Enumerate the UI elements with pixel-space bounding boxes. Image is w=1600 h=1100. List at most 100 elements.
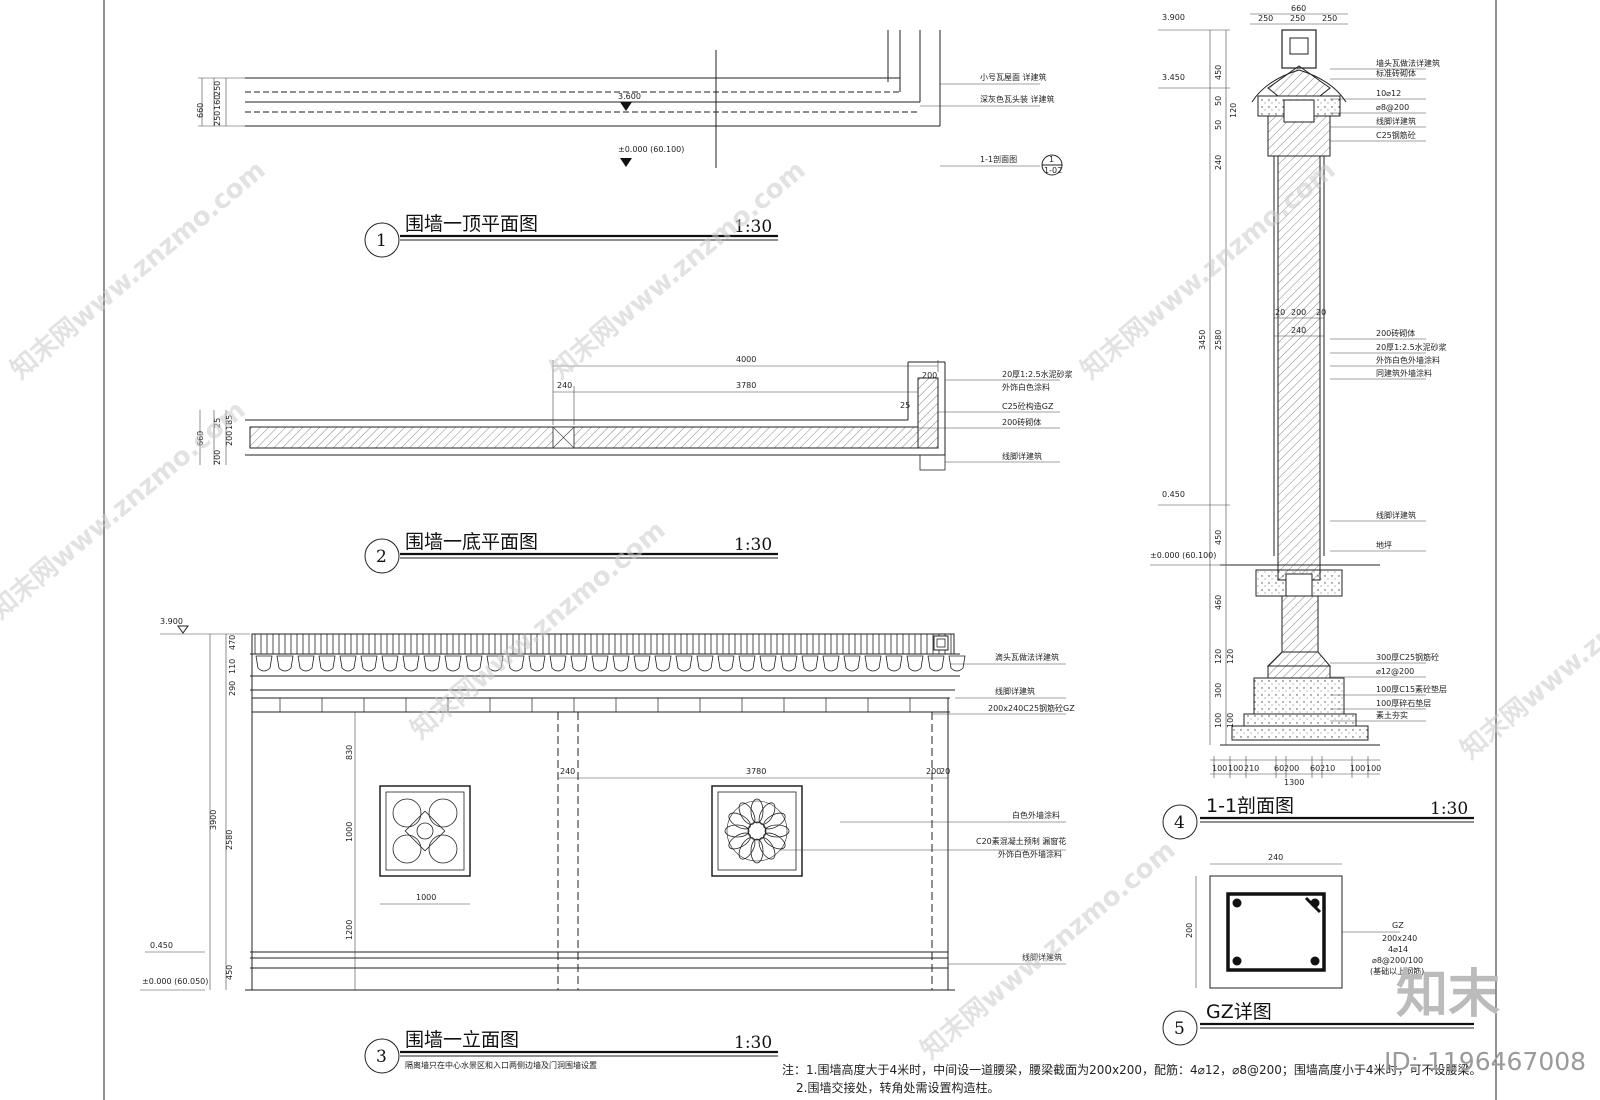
svg-text:830: 830	[345, 745, 354, 760]
drawing-number-circle	[364, 1038, 400, 1074]
svg-text:1000: 1000	[345, 822, 354, 842]
note-line-2: 2.围墙交接处，转角处需设置构造柱。	[796, 1080, 999, 1095]
drawing-title: 围墙一立面图	[405, 1029, 519, 1051]
svg-text:线脚详建筑: 线脚详建筑	[1376, 116, 1416, 126]
drawing-scale: 1:30	[1430, 799, 1468, 819]
svg-text:200x240C25钢筋砼GZ: 200x240C25钢筋砼GZ	[988, 703, 1075, 713]
svg-text:20: 20	[1316, 308, 1326, 317]
svg-text:250: 250	[1290, 14, 1305, 23]
svg-text:185: 185	[225, 415, 234, 430]
drawing-title: 1-1剖面图	[1206, 795, 1294, 817]
level-marker-icon	[620, 158, 632, 167]
svg-text:10⌀12: 10⌀12	[1376, 89, 1401, 98]
svg-text:线脚详建筑: 线脚详建筑	[1376, 510, 1416, 520]
svg-text:标准砖砌体: 标准砖砌体	[1376, 68, 1416, 78]
svg-text:2: 2	[376, 547, 387, 567]
svg-text:50: 50	[1214, 120, 1223, 130]
svg-text:⌀8@200/100: ⌀8@200/100	[1372, 956, 1423, 965]
lattice-window-left	[379, 785, 471, 877]
svg-text:200砖砌体: 200砖砌体	[1002, 417, 1041, 427]
svg-text:1000: 1000	[416, 893, 436, 902]
plan-top-drawing: 660 250 160 250 3.600 ±0.000 (60.100) 小号…	[196, 30, 1063, 258]
level-base: ±0.000 (60.100)	[618, 145, 684, 154]
svg-text:100: 100	[1366, 764, 1381, 773]
label-ridge: 深灰色瓦头装 详建筑	[980, 94, 1055, 104]
svg-text:250: 250	[1322, 14, 1337, 23]
svg-text:2580: 2580	[225, 830, 234, 850]
svg-text:200: 200	[1291, 308, 1306, 317]
svg-text:100: 100	[1214, 713, 1223, 728]
gz-detail-drawing: 240 200 GZ 200x240 4⌀14 ⌀8@200/100 (基础以上…	[1162, 853, 1474, 1046]
dim-240: 240	[557, 381, 572, 390]
svg-text:200: 200	[1284, 764, 1299, 773]
lattice-window-right	[711, 785, 803, 877]
svg-text:300厚C25钢筋砼: 300厚C25钢筋砼	[1376, 652, 1439, 662]
svg-text:450: 450	[225, 965, 234, 980]
svg-text:⌀12@200: ⌀12@200	[1376, 667, 1414, 676]
drawing-scale: 1:30	[734, 1033, 772, 1053]
svg-text:3.900: 3.900	[160, 617, 183, 626]
svg-text:±0.000 (60.100): ±0.000 (60.100)	[1150, 551, 1216, 560]
logo-watermark: 知末	[1396, 965, 1500, 1025]
svg-text:同建筑外墙涂料: 同建筑外墙涂料	[1376, 368, 1432, 378]
svg-text:25: 25	[213, 418, 222, 428]
drawing-scale: 1:30	[734, 217, 772, 237]
svg-text:200砖砌体: 200砖砌体	[1376, 328, 1415, 338]
svg-text:C20素混凝土预制 漏窗花: C20素混凝土预制 漏窗花	[976, 836, 1066, 846]
svg-text:100: 100	[1226, 713, 1235, 728]
svg-text:墙头瓦做法详建筑: 墙头瓦做法详建筑	[1376, 58, 1440, 68]
footing	[1253, 677, 1345, 715]
svg-text:240: 240	[1268, 853, 1283, 862]
svg-text:460: 460	[1214, 595, 1223, 610]
svg-text:3450: 3450	[1198, 330, 1207, 350]
svg-text:660: 660	[196, 431, 205, 446]
svg-text:250: 250	[1258, 14, 1273, 23]
eaves-tiles	[255, 655, 966, 672]
note-line-1: 注：1.围墙高度大于4米时，中间设一道腰梁，腰梁截面为200x200，配筋：4⌀…	[782, 1062, 1482, 1077]
svg-text:200: 200	[922, 371, 937, 380]
svg-text:100厚碎石垫层: 100厚碎石垫层	[1376, 698, 1431, 708]
svg-text:知末网www.znzmo.com: 知末网www.znzmo.com	[0, 395, 251, 625]
svg-text:知末网www.znzmo.com: 知末网www.znzmo.com	[915, 835, 1181, 1065]
svg-text:1300: 1300	[1284, 778, 1304, 787]
level-top: 3.600	[618, 92, 641, 101]
svg-text:1200: 1200	[345, 920, 354, 940]
elevation-drawing: 3.900 470 110 290 3900 2580 450 830 1000…	[140, 617, 1075, 1074]
svg-text:知末网www.znzmo.com: 知末网www.znzmo.com	[1455, 535, 1600, 765]
svg-text:1: 1	[376, 231, 387, 251]
svg-text:滴头瓦做法详建筑: 滴头瓦做法详建筑	[995, 652, 1059, 662]
svg-text:50: 50	[1214, 96, 1223, 106]
svg-text:5: 5	[1174, 1019, 1185, 1039]
svg-text:白色外墙涂料: 白色外墙涂料	[1012, 810, 1060, 820]
level-marker-icon	[620, 102, 632, 111]
svg-text:(基础以上钢筋): (基础以上钢筋)	[1370, 966, 1424, 976]
roof-tiles	[251, 633, 955, 655]
svg-text:2580: 2580	[1214, 330, 1223, 350]
svg-text:线脚详建筑: 线脚详建筑	[995, 686, 1035, 696]
svg-text:3780: 3780	[746, 767, 766, 776]
roof-tile-cap	[1267, 65, 1331, 97]
dim-3780: 3780	[736, 381, 756, 390]
svg-text:100: 100	[1228, 764, 1243, 773]
svg-text:210: 210	[1244, 764, 1259, 773]
svg-text:4⌀14: 4⌀14	[1388, 945, 1408, 954]
svg-text:450: 450	[1214, 530, 1223, 545]
drawing-title: 围墙一底平面图	[405, 531, 538, 553]
svg-text:4: 4	[1174, 813, 1185, 833]
svg-text:⌀8@200: ⌀8@200	[1376, 103, 1409, 112]
svg-text:200: 200	[225, 431, 234, 446]
svg-text:3900: 3900	[209, 810, 218, 830]
drawing-number-circle	[1162, 1010, 1198, 1046]
svg-text:100: 100	[1212, 764, 1227, 773]
drawing-number-circle	[364, 222, 400, 258]
label-roof: 小号瓦屋面 详建筑	[980, 72, 1047, 82]
svg-text:100厚C15素砼垫层: 100厚C15素砼垫层	[1376, 684, 1447, 694]
svg-text:200: 200	[926, 767, 941, 776]
svg-text:240: 240	[560, 767, 575, 776]
drawing-subnote: 隔离墙只在中心水景区和入口两侧边墙及门洞围墙设置	[405, 1060, 597, 1070]
svg-text:470: 470	[228, 635, 237, 650]
svg-text:660: 660	[1291, 4, 1306, 13]
ridge-cap	[1281, 29, 1317, 69]
svg-text:450: 450	[1214, 65, 1223, 80]
svg-text:C25砼构造GZ: C25砼构造GZ	[1002, 401, 1054, 411]
